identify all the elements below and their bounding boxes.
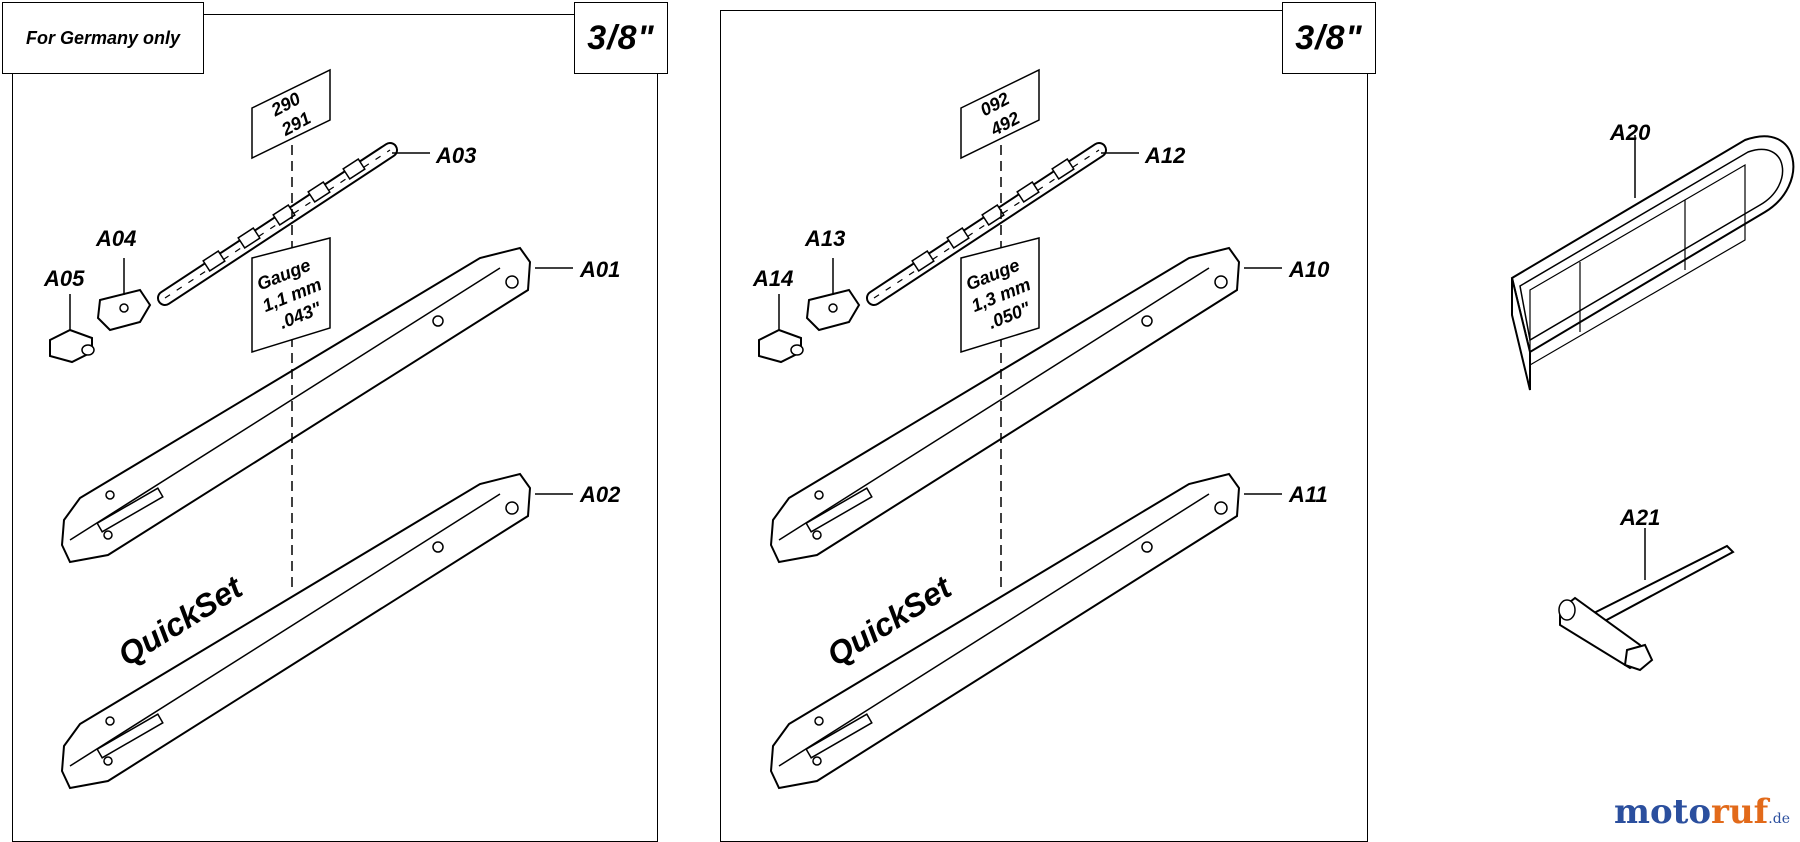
right-gauge-label-box bbox=[960, 237, 1040, 354]
watermark-suffix: .de bbox=[1768, 811, 1790, 827]
left-size-text: 3/8" bbox=[587, 18, 655, 57]
left-nut bbox=[49, 329, 95, 363]
left-note-text: For Germany only bbox=[25, 27, 181, 48]
site-watermark: motoruf.de bbox=[1614, 792, 1790, 832]
left-sprocket bbox=[97, 289, 151, 331]
left-chain-label-box bbox=[251, 68, 331, 160]
combination-wrench bbox=[1558, 528, 1735, 672]
callout-chain-right: A12 bbox=[1145, 143, 1186, 168]
left-size-box: 3/8" bbox=[574, 2, 668, 74]
callout-scabbard: A20 bbox=[1610, 120, 1651, 145]
callout-sprocket-left: A04 bbox=[96, 226, 137, 251]
callout-bar-top-left: A01 bbox=[580, 257, 621, 282]
right-sprocket bbox=[806, 289, 860, 331]
right-nut bbox=[758, 329, 804, 363]
callout-bar-bottom-left: A02 bbox=[580, 482, 621, 507]
callout-nut-left: A05 bbox=[44, 266, 85, 291]
left-note-box: For Germany only bbox=[2, 2, 204, 74]
right-size-text: 3/8" bbox=[1295, 18, 1363, 57]
watermark-accent: ruf bbox=[1711, 792, 1769, 832]
left-gauge-label-box bbox=[251, 237, 331, 354]
callout-chain-left: A03 bbox=[436, 143, 477, 168]
bar-scabbard bbox=[1510, 135, 1795, 391]
callout-bar-top-right: A10 bbox=[1289, 257, 1330, 282]
watermark-main: moto bbox=[1613, 792, 1712, 832]
callout-wrench: A21 bbox=[1620, 505, 1661, 530]
callout-bar-bottom-right: A11 bbox=[1289, 482, 1328, 507]
right-size-box: 3/8" bbox=[1282, 2, 1376, 74]
callout-nut-right: A14 bbox=[753, 266, 794, 291]
right-chain-label-box bbox=[960, 68, 1040, 160]
callout-sprocket-right: A13 bbox=[805, 226, 846, 251]
